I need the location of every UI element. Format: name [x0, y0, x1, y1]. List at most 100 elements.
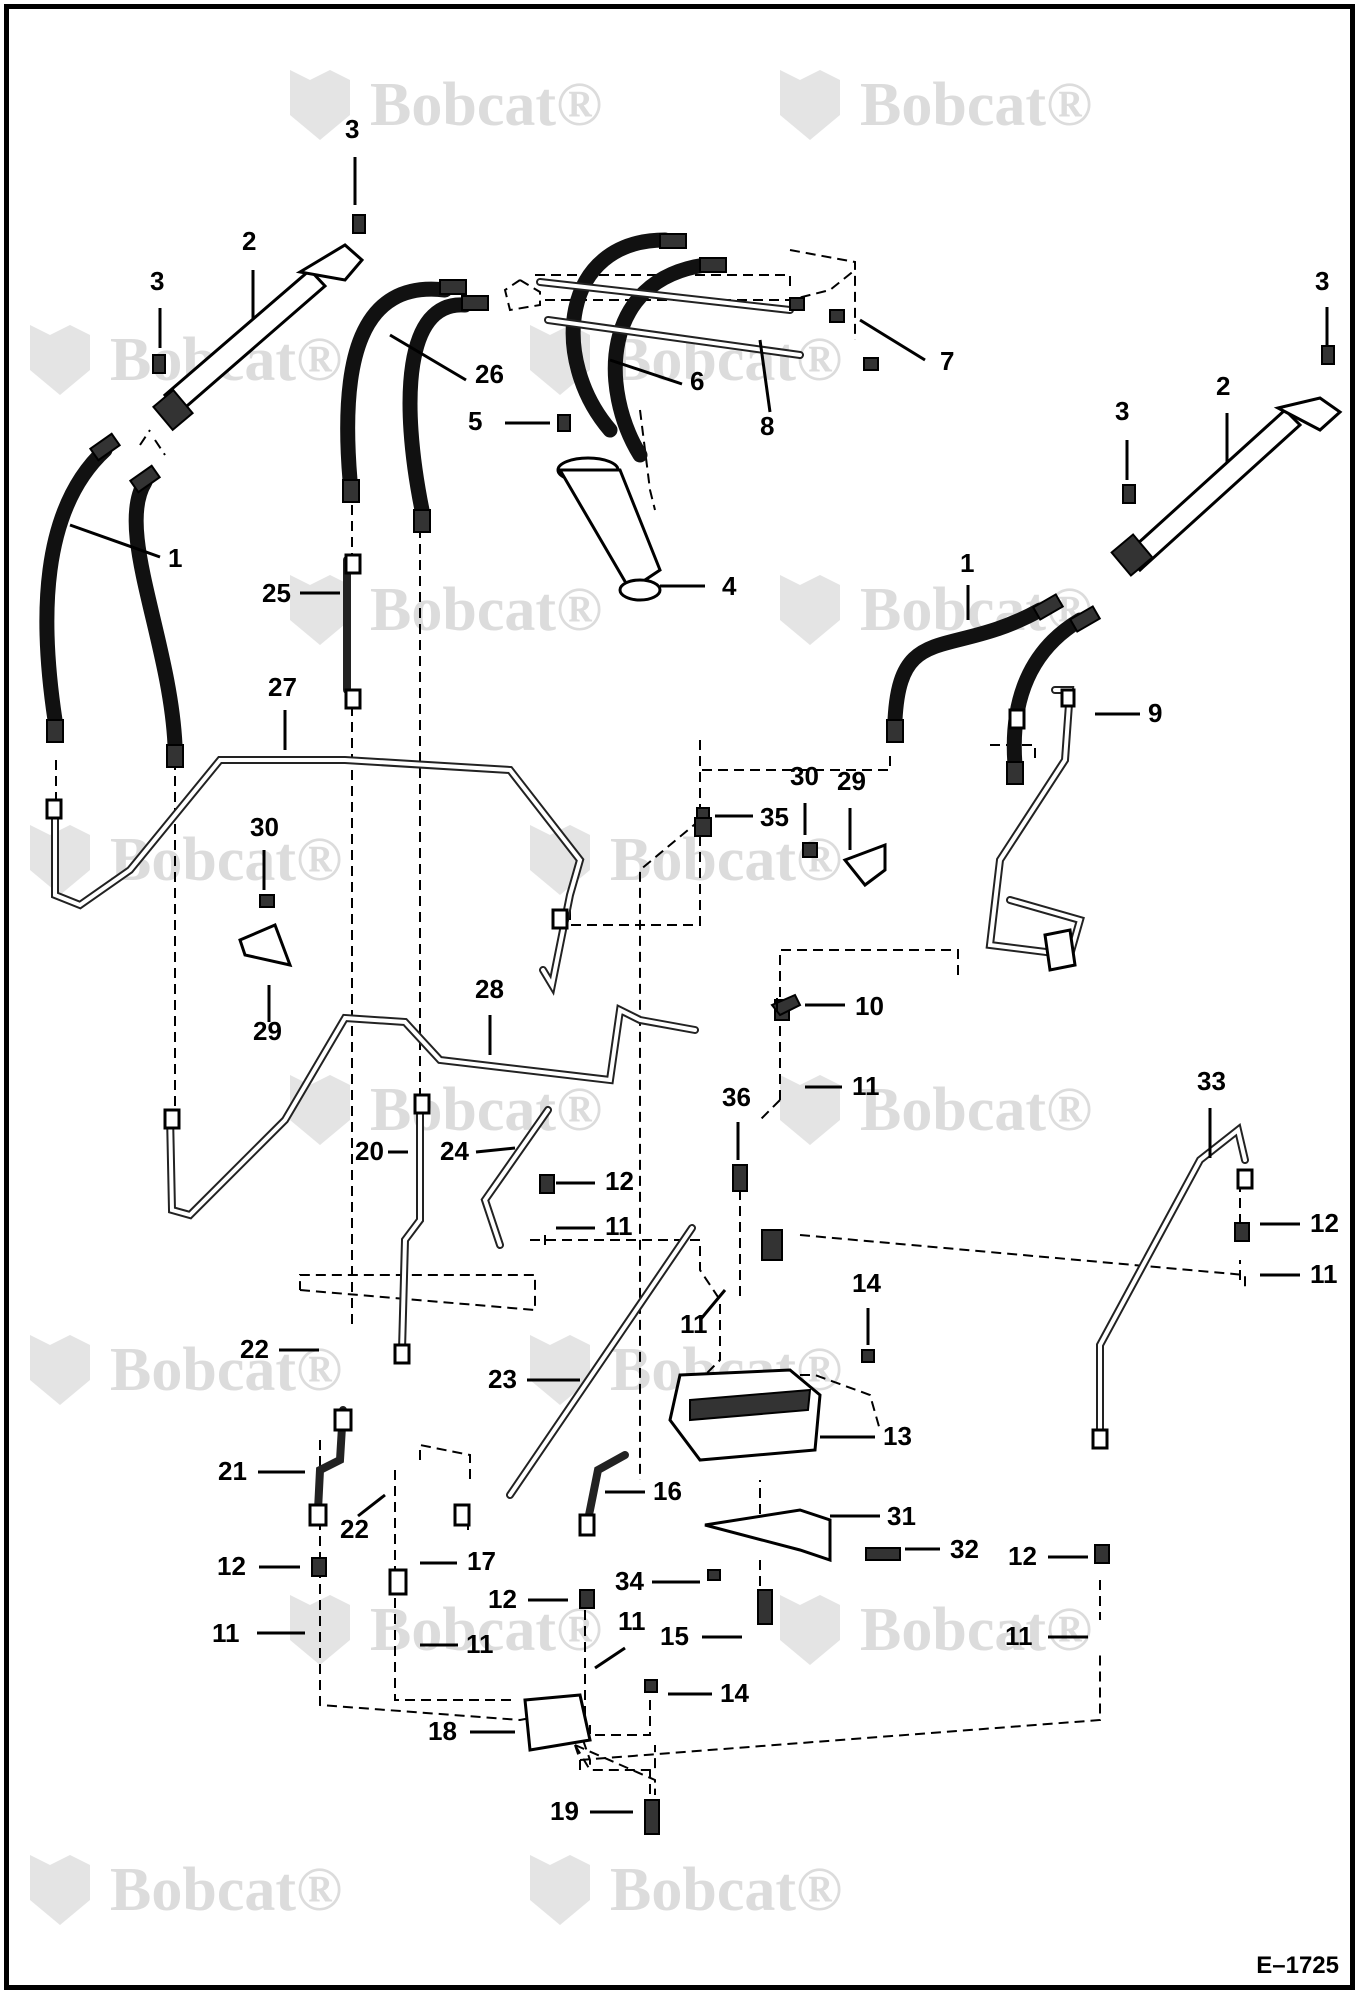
- callout-c-24: 24: [440, 1136, 469, 1166]
- watermark-logo-icon: [30, 325, 90, 395]
- watermark-brand-text: Bobcat®: [610, 1856, 842, 1924]
- callout-c-11g: 11: [618, 1606, 646, 1636]
- callout-c-3d: 3: [1315, 266, 1329, 296]
- callout-c-35: 35: [760, 802, 789, 832]
- callout-c-14b: 14: [720, 1678, 749, 1708]
- callout-c-22a: 22: [240, 1334, 269, 1364]
- watermark-brand-text: Bobcat®: [370, 576, 602, 644]
- callout-c-3c: 3: [1115, 396, 1129, 426]
- callout-c-11e: 11: [212, 1618, 240, 1648]
- callout-c-12c: 12: [217, 1551, 246, 1581]
- callout-c-11d: 11: [680, 1309, 708, 1339]
- callout-c-5: 5: [468, 406, 482, 436]
- lift-cylinder-right: [1110, 396, 1343, 577]
- leader-line-c-24: [475, 1146, 516, 1154]
- callout-c-28: 28: [475, 974, 504, 1004]
- callout-c-9: 9: [1148, 698, 1162, 728]
- callout-c-26: 26: [475, 359, 504, 389]
- watermark-logo-icon: [530, 1335, 590, 1405]
- callout-c-7: 7: [940, 346, 954, 376]
- callout-c-30b: 30: [790, 761, 819, 791]
- callout-c-14a: 14: [852, 1268, 881, 1298]
- callout-c-1a: 1: [168, 543, 182, 573]
- lift-cylinder-left: [151, 243, 365, 432]
- callout-c-29b: 29: [253, 1016, 282, 1046]
- callout-c-12d: 12: [1008, 1541, 1037, 1571]
- callout-c-3a: 3: [345, 114, 359, 144]
- callout-c-20: 20: [355, 1136, 384, 1166]
- watermark-logo-icon: [780, 1595, 840, 1665]
- callout-c-11b: 11: [605, 1211, 633, 1241]
- callout-c-12e: 12: [488, 1584, 517, 1614]
- callout-c-3b: 3: [150, 266, 164, 296]
- callout-c-4: 4: [722, 571, 737, 601]
- callout-c-11c: 11: [1310, 1259, 1338, 1289]
- watermark-brand-text: Bobcat®: [110, 1856, 342, 1924]
- leader-line-c-6: [609, 358, 683, 386]
- callout-c-10: 10: [855, 991, 884, 1021]
- leader-line-c-22b: [357, 1493, 386, 1518]
- leader-line-c-11d: [698, 1289, 727, 1321]
- accumulator-cylinder: [556, 456, 662, 602]
- callout-c-2b: 2: [1216, 371, 1230, 401]
- leader-line-c-7: [859, 318, 926, 362]
- callout-c-6: 6: [690, 366, 704, 396]
- watermark-logo-icon: [290, 575, 350, 645]
- callout-c-17: 17: [467, 1546, 496, 1576]
- callout-c-23: 23: [488, 1364, 517, 1394]
- watermark-logo-icon: [780, 70, 840, 140]
- watermark-logo-icon: [30, 825, 90, 895]
- watermark-logo-icon: [290, 70, 350, 140]
- leader-line-c-8: [758, 339, 772, 413]
- callout-c-8: 8: [760, 411, 774, 441]
- leader-line-c-11g: [594, 1646, 626, 1670]
- callout-c-36: 36: [722, 1082, 751, 1112]
- watermark-logo-icon: [30, 1335, 90, 1405]
- watermark-brand-text: Bobcat®: [370, 1596, 602, 1664]
- leader-line-c-26: [389, 333, 467, 382]
- callout-c-33: 33: [1197, 1066, 1226, 1096]
- watermark-logo-icon: [290, 1075, 350, 1145]
- watermark-brand-text: Bobcat®: [610, 826, 842, 894]
- callout-c-19: 19: [550, 1796, 579, 1826]
- watermark-brand-text: Bobcat®: [860, 1076, 1092, 1144]
- hoses: [39, 232, 1088, 773]
- callout-c-18: 18: [428, 1716, 457, 1746]
- watermark-logo-icon: [530, 1855, 590, 1925]
- callout-c-34: 34: [615, 1566, 644, 1596]
- callout-c-12b: 12: [1310, 1208, 1339, 1238]
- drawing-number: E–1725: [1256, 1952, 1339, 1979]
- watermark-logo-icon: [30, 1855, 90, 1925]
- callout-c-15: 15: [660, 1621, 689, 1651]
- watermark-brand-text: Bobcat®: [110, 1336, 342, 1404]
- callout-c-16: 16: [653, 1476, 682, 1506]
- watermark-logo-icon: [290, 1595, 350, 1665]
- hardware-fittings: [45, 214, 1335, 1835]
- callout-c-11f: 11: [466, 1629, 494, 1659]
- callout-c-29a: 29: [837, 766, 866, 796]
- callout-c-2a: 2: [242, 226, 256, 256]
- callout-c-27: 27: [268, 672, 297, 702]
- hose-fittings: [46, 233, 1102, 785]
- callout-c-1b: 1: [960, 548, 974, 578]
- watermark-brand-text: Bobcat®: [370, 1076, 602, 1144]
- steel-tubes: [51, 278, 1249, 1524]
- callout-c-13: 13: [883, 1421, 912, 1451]
- callout-c-12a: 12: [605, 1166, 634, 1196]
- callout-c-25: 25: [262, 578, 291, 608]
- callout-c-11a: 11: [852, 1071, 880, 1101]
- callout-c-32: 32: [950, 1534, 979, 1564]
- watermark-brand-text: Bobcat®: [110, 826, 342, 894]
- callout-c-11h: 11: [1005, 1621, 1033, 1651]
- watermark-logo-icon: [780, 1075, 840, 1145]
- watermark-logo-icon: [780, 575, 840, 645]
- callout-c-31: 31: [887, 1501, 916, 1531]
- watermark-brand-text: Bobcat®: [860, 71, 1092, 139]
- callout-c-30a: 30: [250, 812, 279, 842]
- diagram-frame: [4, 4, 1355, 1990]
- callout-c-21: 21: [218, 1456, 247, 1486]
- watermark-layer: Bobcat® Bobcat® Bobcat® Bobcat® Bobcat® Bobca…: [30, 70, 1092, 1925]
- watermark-brand-text: Bobcat®: [860, 1596, 1092, 1664]
